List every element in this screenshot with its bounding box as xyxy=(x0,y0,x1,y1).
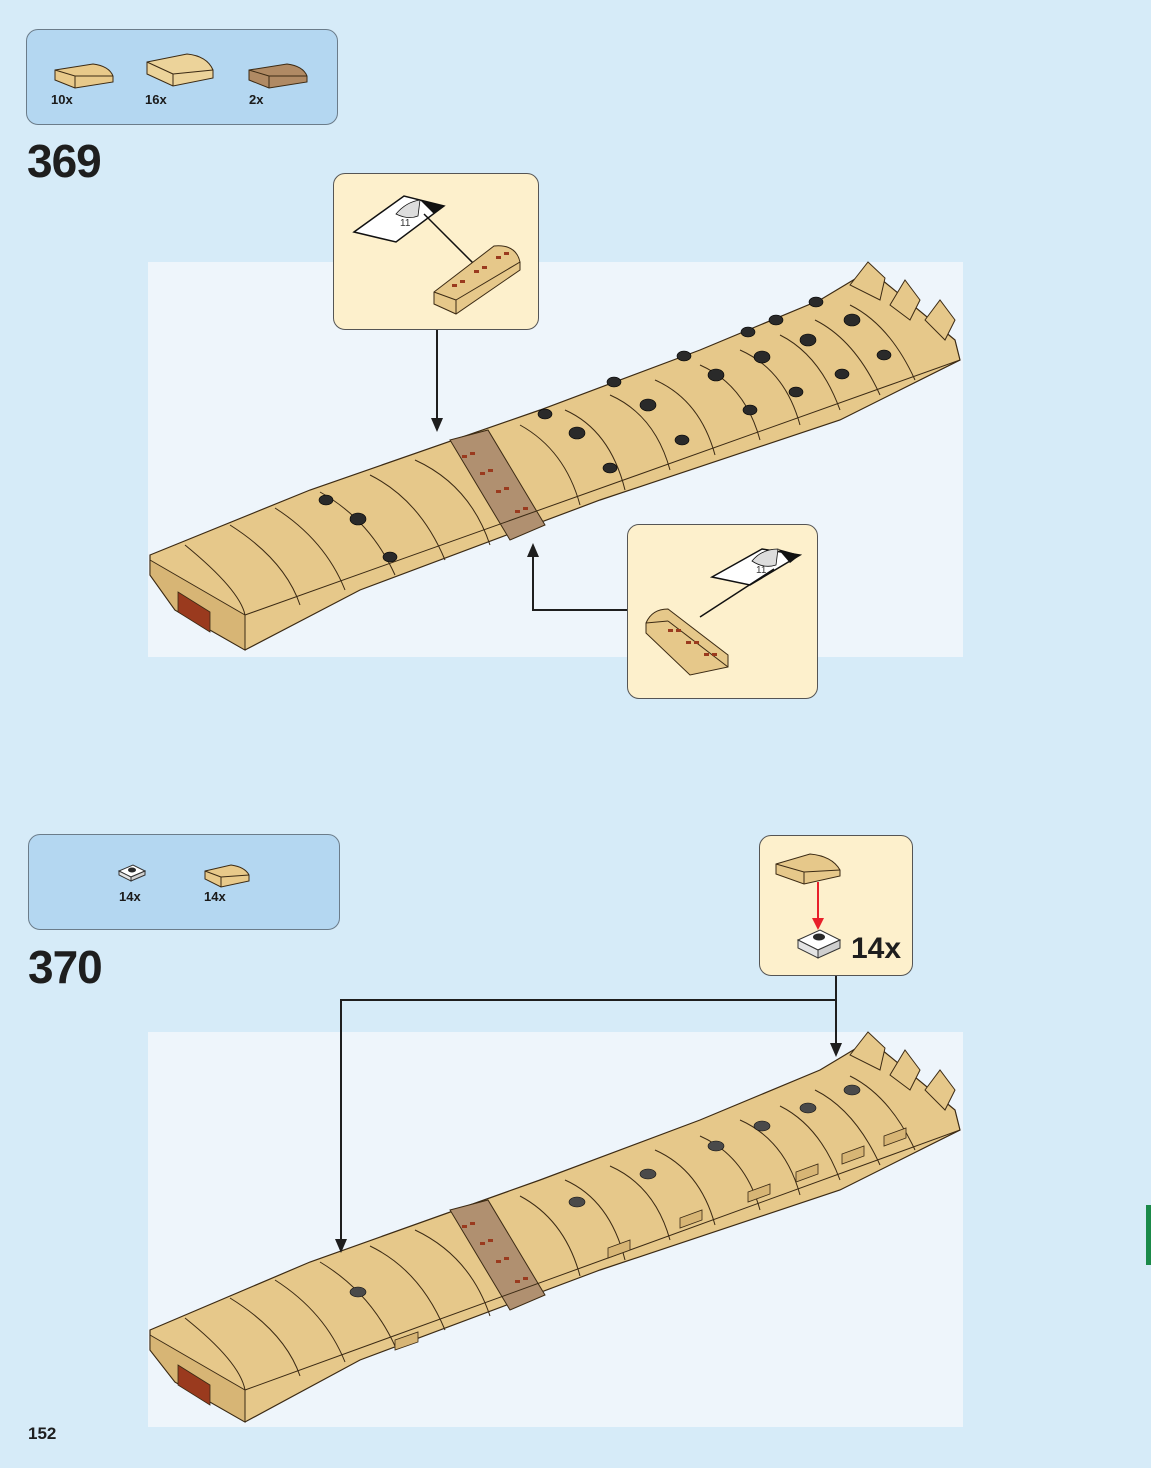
dark-tan-curved-slope-1x2-icon xyxy=(248,63,308,89)
part-qty: 14x xyxy=(204,889,226,904)
parts-list-370: 14x 14x xyxy=(28,834,340,930)
sticker-number: 11 xyxy=(756,565,767,576)
white-jumper-plate-icon xyxy=(117,864,147,882)
tan-curved-slope-1x2-icon xyxy=(204,864,250,888)
tan-curved-slope-2x2-icon xyxy=(146,53,214,87)
sub-assembly-callout: 14x xyxy=(759,835,913,976)
parts-list-369: 10x 16x 2x xyxy=(26,29,338,125)
model-assembly-369 xyxy=(149,261,961,651)
sticker-callout-lower: 11 xyxy=(627,524,818,699)
sticker-number: 11 xyxy=(400,218,411,229)
tan-curved-slope-1x2-icon xyxy=(54,63,114,89)
part-qty: 16x xyxy=(145,92,167,107)
page-edge-marker xyxy=(1146,1205,1151,1265)
sub-assembly-icon xyxy=(775,853,842,959)
step-number: 369 xyxy=(27,135,102,187)
sticker-callout-upper: 11 xyxy=(333,173,539,330)
sticker-application-icon: 11 xyxy=(352,195,521,315)
part-qty: 10x xyxy=(51,92,73,107)
sticker-application-icon: 11 xyxy=(645,548,803,676)
part-qty: 2x xyxy=(249,92,264,107)
part-qty: 14x xyxy=(119,889,141,904)
page-number: 152 xyxy=(28,1424,57,1443)
step-number: 370 xyxy=(28,941,103,993)
callout-qty: 14x xyxy=(851,932,902,965)
